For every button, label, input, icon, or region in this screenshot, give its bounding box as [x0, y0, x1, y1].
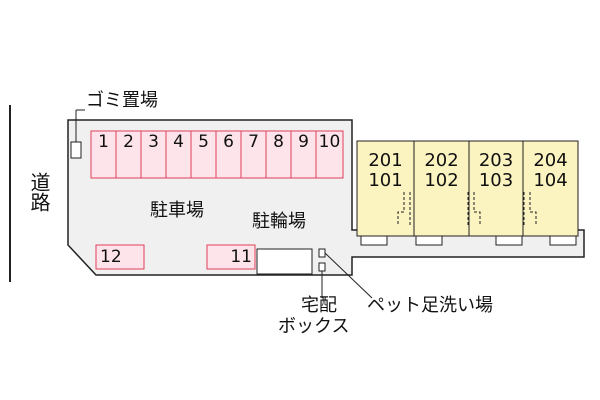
parking-stall-row: [90, 130, 344, 179]
stair-line-1: [397, 192, 405, 226]
parking-stall-11: [206, 244, 256, 270]
apartment-building: [356, 140, 579, 237]
bicycle-parking-label: 駐輪場: [252, 211, 306, 232]
stall-number-3: 3: [148, 132, 159, 152]
entry-step-3: [495, 235, 523, 246]
garbage-area-box: [70, 141, 82, 159]
pet-wash-label: ペット足洗い場: [367, 295, 493, 316]
unit-block-2: [413, 140, 470, 237]
unit-block-1: [356, 140, 415, 237]
pet-wash-box: [318, 248, 326, 258]
unit-number-201: 201: [368, 150, 403, 171]
stall-number-11: 11: [230, 247, 252, 267]
delivery-box-label-line1: 宅配: [301, 295, 337, 316]
stair-line-3: [529, 192, 537, 226]
parking-stall-10: [315, 130, 344, 179]
pet-wash-leader: [324, 252, 373, 299]
entry-step-4: [549, 235, 577, 246]
stall-number-5: 5: [198, 132, 209, 152]
stall-number-1: 1: [98, 132, 109, 152]
stall-number-4: 4: [173, 132, 184, 152]
unit-number-102: 102: [424, 170, 459, 191]
unit-number-203: 203: [478, 150, 514, 171]
unit-number-103: 103: [478, 170, 514, 191]
unit-number-202: 202: [424, 150, 459, 171]
delivery-box-label-line2: ボックス: [278, 316, 350, 337]
stall-number-6: 6: [223, 132, 234, 152]
parking-stall-1: [90, 130, 117, 179]
delivery-box: [318, 262, 326, 272]
stall-number-12: 12: [100, 247, 122, 267]
parking-stall-12: [95, 244, 145, 270]
stair-line-2: [473, 192, 481, 226]
stall-number-7: 7: [248, 132, 259, 152]
parking-stall-9: [290, 130, 317, 179]
unit-block-3: [468, 140, 524, 237]
road-label: 道路: [27, 172, 51, 212]
bicycle-parking-box: [256, 248, 313, 275]
entry-step-1: [360, 235, 388, 246]
unit-number-204: 204: [533, 150, 568, 171]
stall-number-8: 8: [273, 132, 284, 152]
parking-label: 駐車場: [150, 200, 204, 221]
unit-number-104: 104: [533, 170, 568, 191]
parking-stall-8: [265, 130, 292, 179]
unit-number-101: 101: [368, 170, 403, 191]
stall-number-2: 2: [123, 132, 134, 152]
garbage-area-label: ゴミ置場: [86, 90, 158, 111]
stall-number-10: 10: [318, 132, 341, 152]
stall-number-9: 9: [298, 132, 309, 152]
unit-block-4: [522, 140, 579, 237]
entry-step-2: [415, 235, 443, 246]
parking-stall-2: [115, 130, 142, 179]
